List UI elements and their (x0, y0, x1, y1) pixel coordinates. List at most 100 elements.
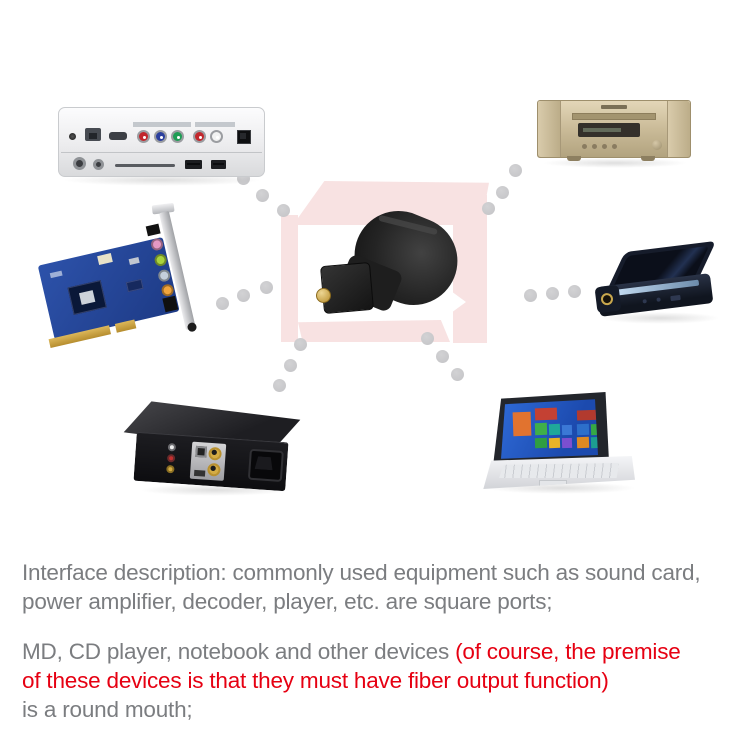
amplifier-image (123, 401, 301, 492)
description-line-5: is a round mouth; (22, 697, 193, 722)
card-slot (115, 164, 175, 167)
connection-dot (294, 338, 307, 351)
tile (548, 423, 561, 436)
amplifier-rear-panel (133, 431, 289, 492)
md-player-shadow (600, 312, 720, 324)
power-jack (69, 133, 76, 140)
sound-card-image (28, 202, 211, 371)
tile (534, 422, 548, 436)
connection-dot (260, 281, 273, 294)
rca-jack-red (166, 453, 176, 463)
watermark-bar-right (453, 195, 487, 343)
connection-dot (509, 164, 522, 177)
thumbscrew (186, 321, 198, 333)
cd-player-shadow (542, 158, 688, 168)
tile (534, 407, 558, 421)
connection-dot (451, 368, 464, 381)
black-port (145, 223, 161, 237)
bnc-connector (73, 157, 86, 170)
display-window (578, 123, 640, 137)
rca-jack-gold (166, 464, 175, 474)
connection-dot (496, 186, 509, 199)
watermark-strip-left (281, 215, 298, 342)
description-line-3-gray: MD, CD player, notebook and other device… (22, 639, 456, 664)
optical-pin-tip (316, 288, 331, 303)
black-port (162, 295, 179, 313)
connection-dot (256, 189, 269, 202)
player-port (670, 294, 681, 302)
watermark-band-bottom (298, 320, 450, 342)
watermark-notch (451, 291, 466, 313)
description-line-3: MD, CD player, notebook and other device… (22, 637, 742, 666)
ethernet-port (85, 128, 101, 141)
description-line-1: Interface description: commonly used equ… (22, 560, 701, 585)
label-strip (195, 122, 235, 127)
laptop-keyboard (499, 463, 619, 478)
tile (576, 423, 590, 436)
toslink-square-plug (320, 261, 374, 315)
connection-dot (421, 332, 434, 345)
rca-jack-blue (154, 130, 167, 143)
description-text: Interface description: commonly used equ… (22, 558, 742, 724)
connection-dot (237, 289, 250, 302)
player-port (656, 297, 661, 302)
brand-mark (601, 105, 627, 109)
decoder-seam (61, 152, 262, 153)
tile (561, 424, 573, 436)
player-button (592, 144, 597, 149)
rca-jack-gold (206, 462, 221, 477)
rca-jack-gold (208, 446, 222, 461)
laptop-base (483, 456, 635, 489)
player-button (602, 144, 607, 149)
cd-player-side-panel (538, 101, 561, 157)
cd-player-foot (641, 156, 655, 161)
tile (576, 436, 590, 449)
rca-jack-red (193, 130, 206, 143)
watermark-logo (281, 179, 489, 343)
connection-dot (273, 379, 286, 392)
tile (512, 411, 532, 437)
player-button (582, 144, 587, 149)
player-knob (652, 140, 662, 150)
connection-dot (277, 204, 290, 217)
connection-dot (524, 289, 537, 302)
rca-jack-white (210, 130, 223, 143)
rca-jack-red (137, 130, 150, 143)
player-port (642, 299, 647, 304)
usb-port (211, 160, 226, 169)
usb-port (193, 469, 206, 477)
iec-power-inlet (247, 448, 284, 482)
connection-dot (436, 350, 449, 363)
toslink-port (195, 445, 208, 458)
optical-adapter-image (312, 197, 471, 319)
bnc-connector (93, 159, 104, 170)
connection-dot (546, 287, 559, 300)
tile (534, 437, 548, 449)
laptop-touchpad (539, 480, 567, 488)
laptop-display (501, 399, 598, 459)
cd-player-foot (567, 156, 581, 161)
tile (561, 437, 573, 449)
description-line-3-red: (of course, the premise (455, 639, 681, 664)
player-left-end (594, 284, 622, 314)
recessed-panel (189, 441, 227, 481)
connection-dot (568, 285, 581, 298)
label-strip (133, 122, 191, 127)
optical-square-port (237, 130, 251, 144)
cd-player-image (537, 100, 691, 158)
rca-jack-green (171, 130, 184, 143)
tile (548, 437, 561, 449)
connection-dot (284, 359, 297, 372)
round-headphone-jack (600, 292, 614, 306)
description-line-4: of these devices is that they must have … (22, 668, 609, 693)
md-player-image (594, 240, 722, 322)
paragraph-gap (22, 616, 742, 637)
connection-dot (216, 297, 229, 310)
connection-dot (482, 202, 495, 215)
decoder-image (58, 107, 265, 177)
cd-player-side-panel (667, 101, 690, 157)
rca-jack-white (167, 442, 177, 452)
hdmi-port (109, 132, 127, 140)
usb-port (185, 160, 202, 169)
